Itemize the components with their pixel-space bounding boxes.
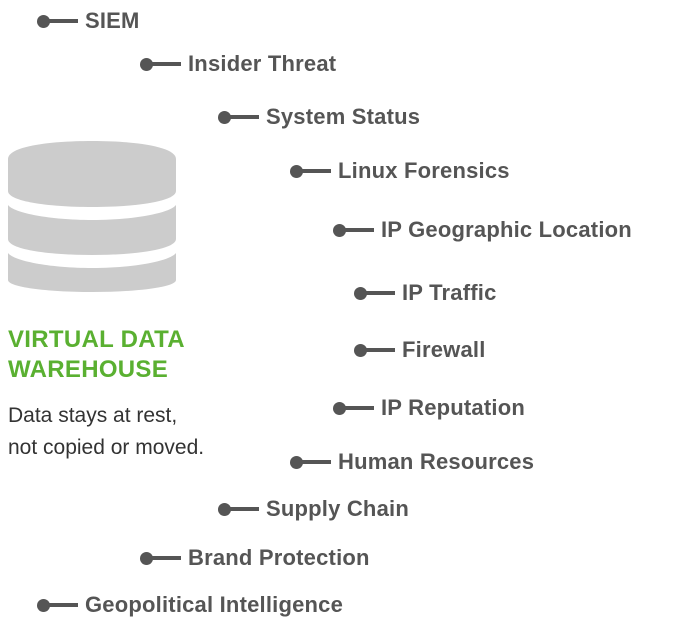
connector-line <box>301 169 331 173</box>
source-item-geopolitical-intelligence: Geopolitical Intelligence <box>37 590 343 620</box>
connector-line <box>229 115 259 119</box>
source-item-insider-threat: Insider Threat <box>140 49 336 79</box>
connector-dot <box>354 343 367 357</box>
source-item-firewall: Firewall <box>354 335 486 365</box>
connector-line <box>229 507 259 511</box>
source-item-ip-traffic: IP Traffic <box>354 278 497 308</box>
connector-line <box>344 228 374 232</box>
source-item-ip-reputation: IP Reputation <box>333 393 525 423</box>
connector-line <box>344 406 374 410</box>
connector-dot <box>290 455 303 469</box>
connector-dot <box>218 110 231 124</box>
source-label: IP Traffic <box>402 280 497 305</box>
connector-dot <box>140 551 153 565</box>
connector-line <box>151 556 181 560</box>
connector-dot <box>37 598 50 612</box>
source-label: SIEM <box>85 8 140 33</box>
source-item-ip-geographic-location: IP Geographic Location <box>333 215 632 245</box>
warehouse-title: VIRTUAL DATA WAREHOUSE <box>8 325 185 385</box>
connector-line <box>365 291 395 295</box>
source-item-human-resources: Human Resources <box>290 447 534 477</box>
source-label: Human Resources <box>338 449 535 474</box>
database-icon <box>8 141 176 292</box>
source-item-linux-forensics: Linux Forensics <box>290 156 510 186</box>
connector-dot <box>354 286 367 300</box>
connector-line <box>301 460 331 464</box>
source-label: Linux Forensics <box>338 158 510 183</box>
warehouse-description: Data stays at rest, not copied or moved. <box>8 400 204 464</box>
connector-dot <box>333 401 346 415</box>
warehouse-description-line: Data stays at rest, <box>8 404 178 427</box>
connector-dot <box>37 14 50 28</box>
warehouse-description-line: not copied or moved. <box>8 436 205 459</box>
source-label: System Status <box>266 104 421 129</box>
source-item-system-status: System Status <box>218 102 420 132</box>
connector-line <box>48 19 78 23</box>
source-label: Geopolitical Intelligence <box>85 592 344 617</box>
source-label: Firewall <box>402 337 486 362</box>
source-item-supply-chain: Supply Chain <box>218 494 409 524</box>
source-label: IP Geographic Location <box>381 217 632 242</box>
connector-dot <box>140 57 153 71</box>
source-label: IP Reputation <box>381 395 525 420</box>
source-item-siem: SIEM <box>37 6 140 36</box>
source-label: Supply Chain <box>266 496 409 521</box>
connector-dot <box>218 502 231 516</box>
source-item-brand-protection: Brand Protection <box>140 543 370 573</box>
connector-line <box>365 348 395 352</box>
connector-line <box>48 603 78 607</box>
connector-dot <box>333 223 346 237</box>
source-label: Insider Threat <box>188 51 337 76</box>
source-label: Brand Protection <box>188 545 370 570</box>
warehouse-title-line: VIRTUAL DATA <box>8 326 185 353</box>
warehouse-title-line: WAREHOUSE <box>8 356 169 383</box>
connector-line <box>151 62 181 66</box>
connector-dot <box>290 164 303 178</box>
